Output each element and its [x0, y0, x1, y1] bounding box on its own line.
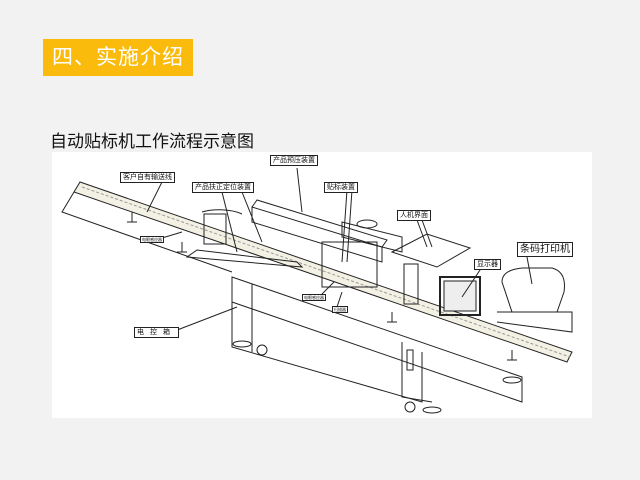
label-scanner: 扫描器	[332, 306, 348, 313]
labeling-machine-diagram: 客户自有输送线 产品扶正定位装置 产品预压装置 贴标装置 人机界面 显示器 条码…	[52, 152, 592, 418]
label-printer: 条码打印机	[517, 242, 573, 257]
label-prepress: 产品预压装置	[270, 155, 318, 166]
label-positioning: 产品扶正定位装置	[192, 182, 254, 193]
label-sensor-1: 电眼感应器	[140, 236, 164, 243]
diagram-title: 自动贴标机工作流程示意图	[50, 132, 254, 152]
label-labeling: 贴标装置	[324, 182, 358, 193]
label-hmi: 人机界面	[397, 210, 431, 221]
label-conveyor: 客户自有输送线	[120, 172, 175, 183]
machine-drawing	[61, 167, 573, 414]
label-control-box: 电控箱	[134, 327, 179, 338]
label-sensor-2: 电眼感应器	[302, 294, 326, 301]
label-display: 显示器	[474, 259, 501, 270]
section-title: 四、实施介绍	[43, 39, 193, 76]
